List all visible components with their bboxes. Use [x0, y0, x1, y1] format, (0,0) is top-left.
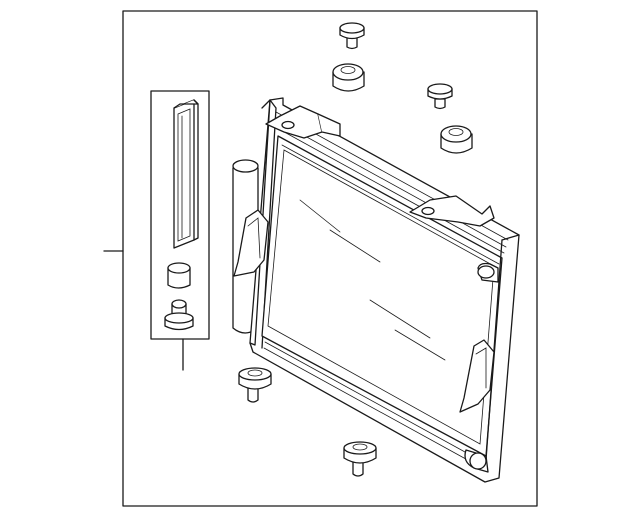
mount-icon	[238, 367, 272, 403]
clip-icon	[233, 209, 269, 277]
radiator-core-icon	[249, 97, 520, 483]
cap-icon	[164, 299, 194, 331]
filter-cartridge-icon	[173, 99, 199, 249]
bracket-icon	[265, 105, 341, 139]
clip-icon	[459, 339, 495, 413]
bushing-icon	[440, 125, 473, 154]
bolt-icon	[427, 83, 453, 110]
bracket-icon	[409, 195, 495, 227]
assembly-frame	[122, 10, 538, 507]
kit-frame	[150, 90, 210, 340]
bolt-icon	[339, 22, 365, 50]
bushing-icon	[332, 63, 365, 92]
knob-icon	[477, 262, 499, 283]
mount-icon	[343, 441, 377, 477]
plug-icon	[167, 262, 191, 289]
